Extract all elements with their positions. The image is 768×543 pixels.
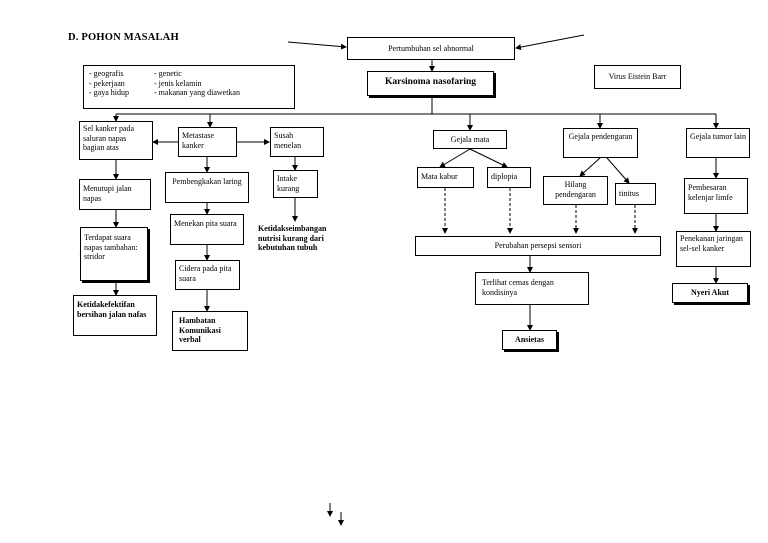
- risk-factors-list-2: - genetic - jenis kelamin - makanan yang…: [154, 69, 240, 98]
- risk-factors-list-1: - geografis - pekerjaan - gaya hidup: [89, 69, 129, 98]
- node-tinitus: tinitus: [615, 183, 656, 205]
- node-penekanan-jaringan-kanker: Penekanan jaringan sel-sel kanker: [676, 231, 751, 267]
- node-pertumbuhan-sel-abnormal: Pertumbuhan sel abnormal: [347, 37, 515, 60]
- node-hilang-pendengaran: Hilang pendengaran: [543, 176, 608, 205]
- node-gejala-mata: Gejala mata: [433, 130, 507, 149]
- node-hambatan-komunikasi-verbal: Hambatan Komunikasi verbal: [172, 311, 248, 351]
- node-terdapat-suara-napas: Terdapat suara napas tambahan: stridor: [80, 227, 148, 281]
- node-menutupi-jalan-napas: Menutupi jalan napas: [79, 179, 151, 210]
- node-karsinoma-nasofaring: Karsinoma nasofaring: [367, 71, 494, 96]
- node-menekan-pita-suara: Menekan pita suara: [170, 214, 244, 245]
- node-pembengkakan-laring: Pembengkakan laring: [165, 172, 249, 203]
- node-ketidakseimbangan-nutrisi: Ketidakseimbangan nutrisi kurang dari ke…: [258, 224, 327, 253]
- node-pembesaran-kelenjar-limfe: Pembesaran kelenjar limfe: [684, 178, 748, 214]
- node-virus-eistein-barr: Virus Eistein Barr: [594, 65, 681, 89]
- node-intake-kurang: Intake kurang: [273, 170, 318, 198]
- risk-factors-box: - geografis - pekerjaan - gaya hidup - g…: [83, 65, 295, 109]
- node-metastase-kanker: Metastase kanker: [178, 127, 237, 157]
- node-ketidakefektifan-bersihan-jalan-nafas: Ketidakefektifan bersihan jalan nafas: [73, 295, 157, 336]
- page-title: D. POHON MASALAH: [68, 32, 179, 43]
- node-cidera-pita-suara: Cidera pada pita suara: [175, 260, 240, 290]
- node-mata-kabur: Mata kabur: [417, 167, 474, 188]
- node-diplopia: diplopia: [487, 167, 531, 188]
- node-gejala-pendengaran: Gejala pendengaran: [563, 128, 638, 158]
- node-gejala-tumor-lain: Gejala tumor lain: [686, 128, 750, 158]
- node-terlihat-cemas: Terlihat cemas dengan kondisinya: [475, 272, 589, 305]
- node-susah-menelan: Susah menelan: [270, 127, 324, 157]
- node-sel-kanker-saluran-napas: Sel kanker pada saluran napas bagian ata…: [79, 121, 153, 160]
- node-perubahan-persepsi-sensori: Perubahan persepsi sensori: [415, 236, 661, 256]
- node-ansietas: Ansietas: [502, 330, 557, 350]
- node-nyeri-akut: Nyeri Akut: [672, 283, 748, 303]
